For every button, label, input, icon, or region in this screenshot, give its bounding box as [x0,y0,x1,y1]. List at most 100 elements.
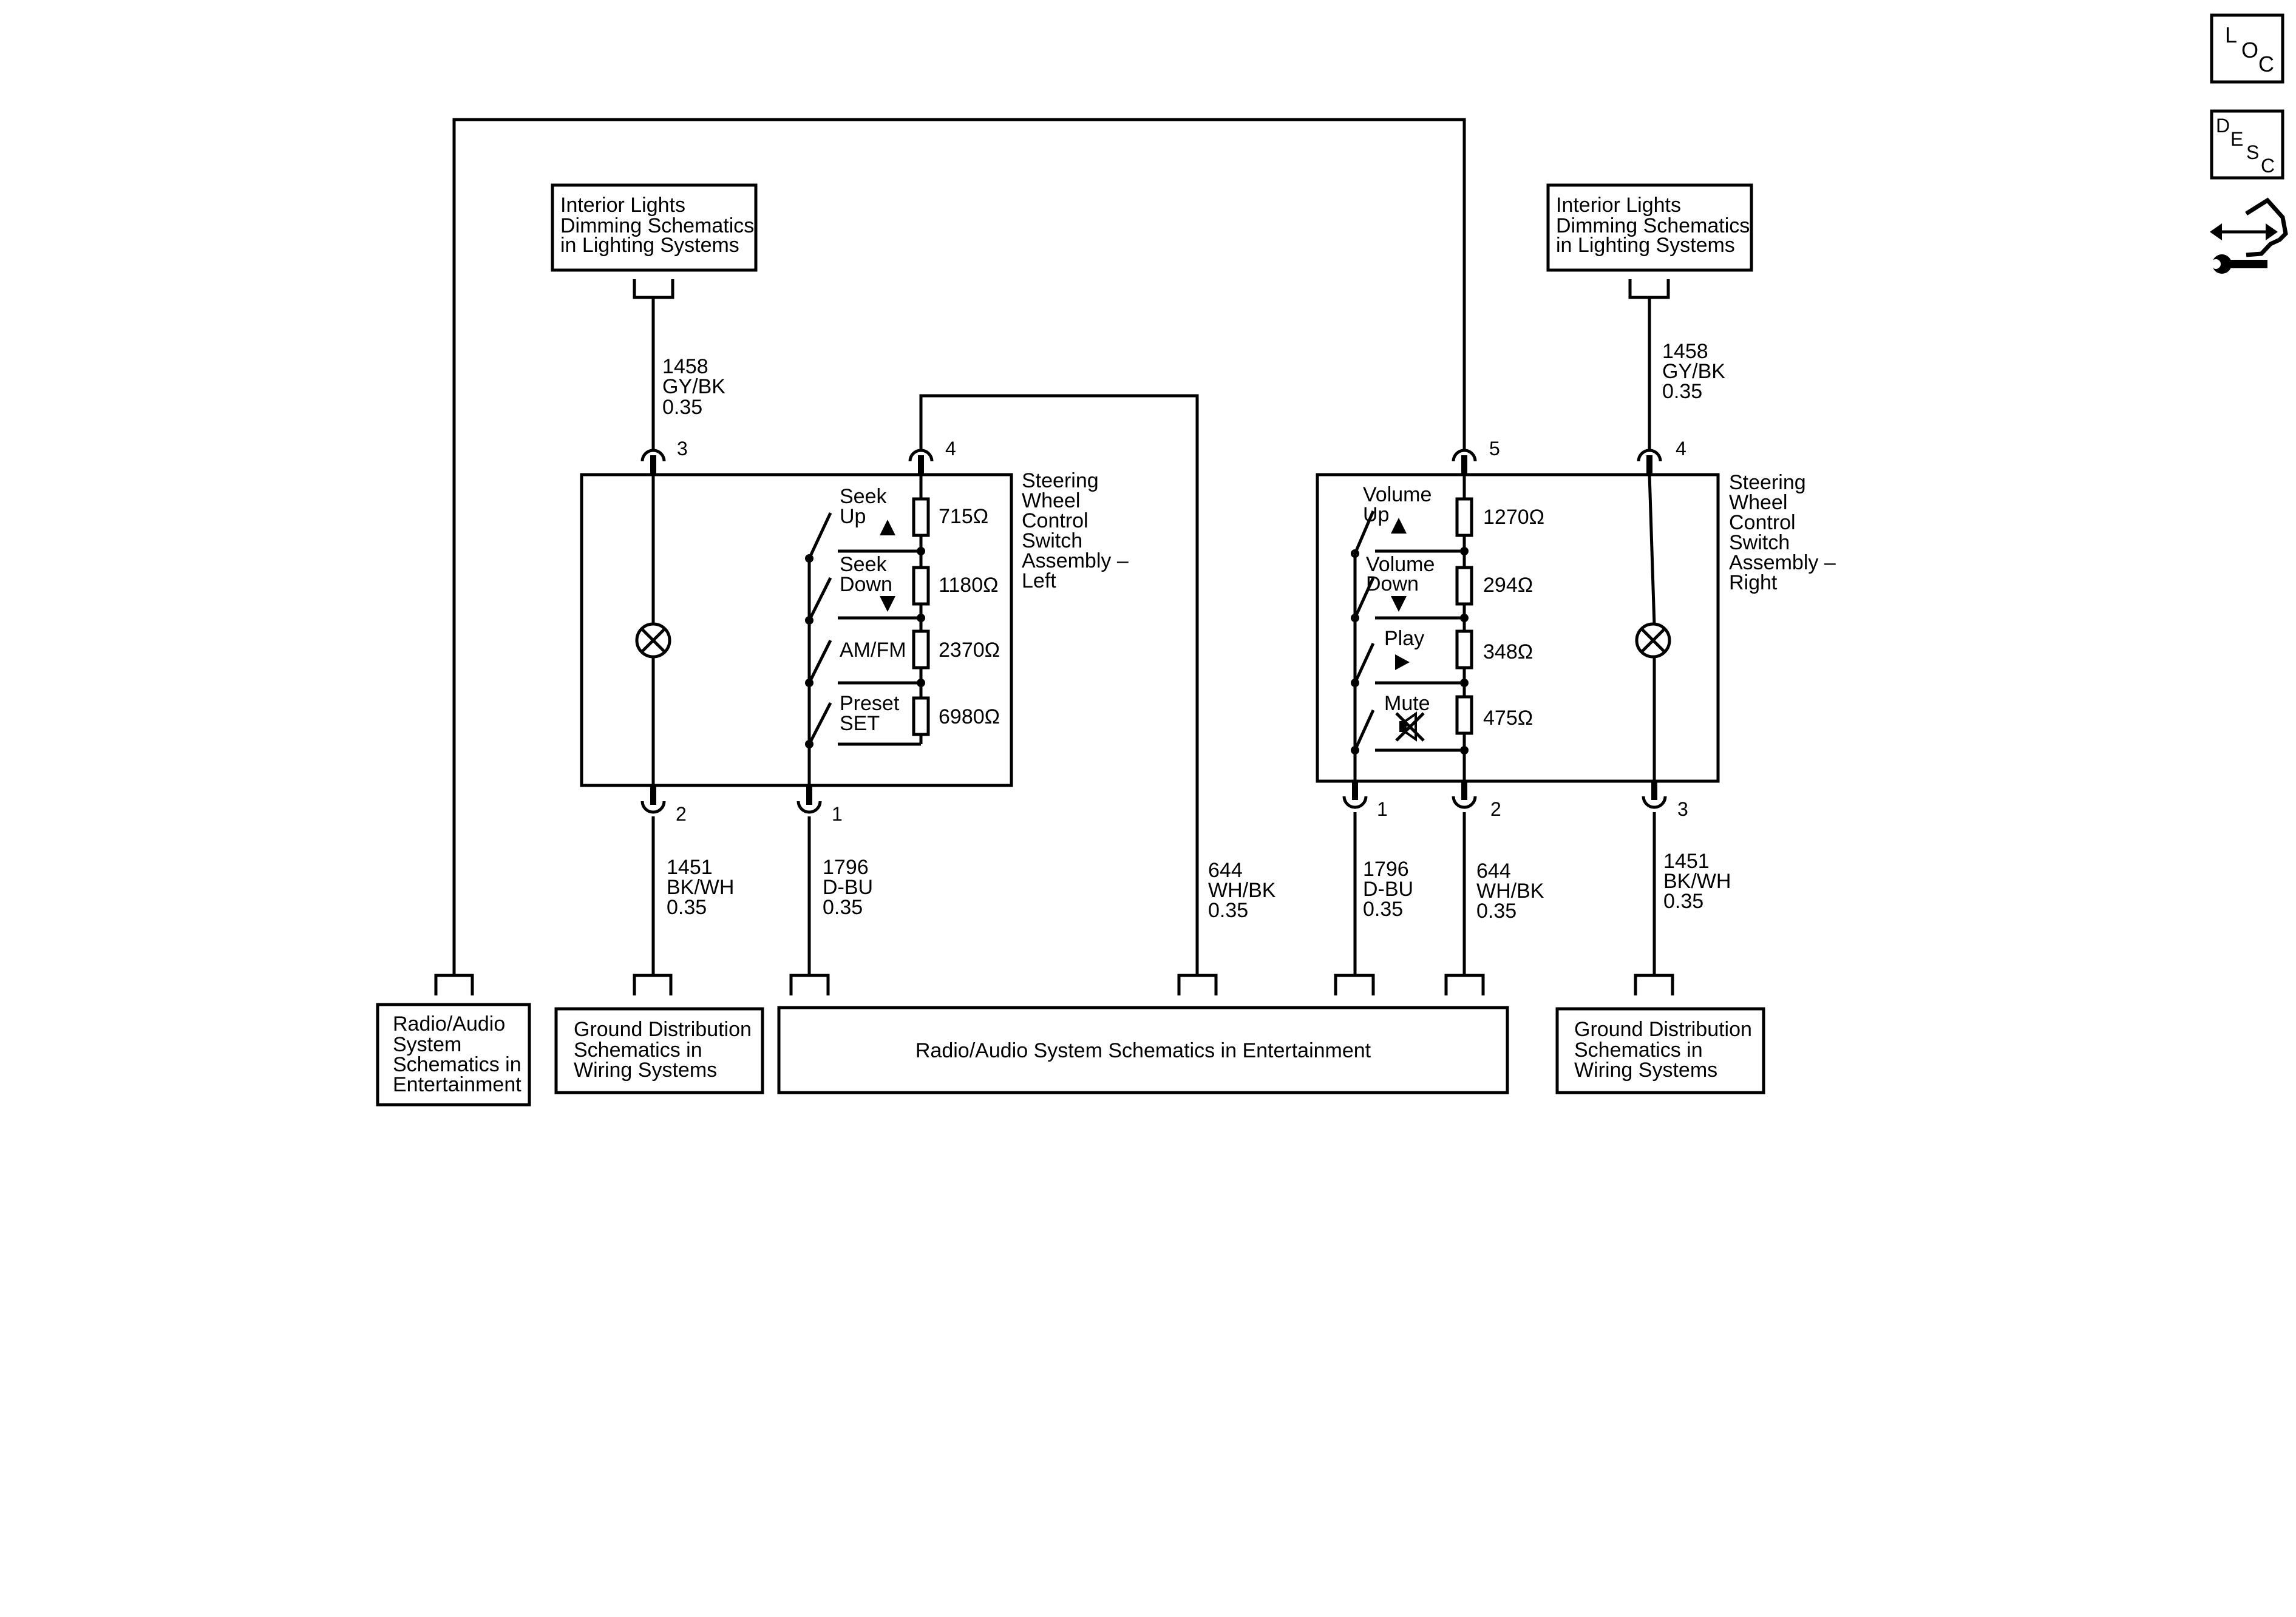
wire-label-right-sig: 1796 D-BU 0.35 [1363,858,1413,921]
wire-label-right-gnd: 1451 BK/WH 0.35 [1663,850,1731,913]
switch-volume-up: Volume Up 1270Ω [1363,483,1544,534]
ref-radio-audio-entertainment[interactable]: Radio/Audio System Schematics in Enterta… [777,1006,1509,1094]
desc-icon[interactable]: D E S C [2210,109,2284,180]
wire-radio-to-pin5 [452,118,1466,974]
svg-text:C: C [2261,155,2275,177]
wire-label-left-sig: 1796 D-BU 0.35 [823,856,873,919]
svg-text:0.35: 0.35 [823,896,863,919]
connector-wrench-icon[interactable] [2210,197,2288,274]
lamp-left [635,622,671,659]
ref-ground-distribution-right[interactable]: Ground Distribution Schematics in Wiring… [1555,1007,1765,1094]
svg-text:Wiring Systems: Wiring Systems [574,1059,717,1082]
svg-text:E: E [2230,128,2243,150]
svg-text:in Lighting Systems: in Lighting Systems [560,234,739,257]
svg-text:GY/BK: GY/BK [1662,360,1725,383]
svg-text:Play: Play [1384,627,1424,650]
switch-seek-up: Seek Up 715Ω [840,485,988,535]
wire-label-right-top: 1458 GY/BK 0.35 [1662,340,1725,403]
svg-text:1451: 1451 [667,856,713,879]
svg-text:2: 2 [676,803,687,825]
svg-text:Radio/Audio System Schematics: Radio/Audio System Schematics in Enterta… [915,1039,1371,1062]
right-switch-assembly: 5 4 1 2 3 [1316,438,1836,820]
left-switch-title: Steering Wheel Control Switch Assembly –… [1022,469,1129,592]
switch-volume-down: Volume Down 294Ω [1366,553,1533,612]
svg-text:644: 644 [1208,859,1243,882]
svg-text:6980Ω: 6980Ω [939,705,1000,728]
pin-left-2: 2 [640,785,687,825]
svg-text:WH/BK: WH/BK [1208,879,1276,902]
svg-text:BK/WH: BK/WH [667,876,734,899]
ref-interior-lights-left[interactable]: Interior Lights Dimming Schematics in Li… [551,183,758,272]
pin-left-3: 3 [640,438,688,475]
svg-text:Wheel: Wheel [1729,491,1787,514]
svg-text:Seek: Seek [840,485,887,508]
svg-text:Volume: Volume [1363,483,1432,506]
switch-am-fm: AM/FM 2370Ω [840,639,1000,662]
svg-text:4: 4 [1676,438,1686,459]
svg-text:C: C [2258,52,2274,76]
svg-text:Schematics in: Schematics in [393,1053,521,1076]
svg-text:2: 2 [1490,798,1501,820]
svg-text:Up: Up [840,505,866,528]
svg-text:0.35: 0.35 [662,396,702,419]
svg-text:Interior Lights: Interior Lights [1556,194,1681,217]
switch-seek-down: Seek Down 1180Ω [840,553,999,612]
pin-right-4: 4 [1637,438,1686,475]
svg-text:Wiring Systems: Wiring Systems [1574,1059,1717,1082]
svg-text:1270Ω: 1270Ω [1483,506,1544,529]
play-icon [1395,654,1410,670]
pin-right-3: 3 [1642,781,1688,820]
mute-icon [1395,711,1425,742]
switch-preset-set: Preset SET 6980Ω [840,692,1000,735]
svg-text:1: 1 [832,803,843,825]
svg-text:Right: Right [1729,571,1778,594]
svg-text:O: O [2241,38,2258,63]
svg-text:Switch: Switch [1022,529,1082,552]
svg-text:Down: Down [1366,572,1419,595]
svg-text:4: 4 [945,438,956,459]
svg-text:Seek: Seek [840,553,887,576]
svg-text:Entertainment: Entertainment [393,1073,521,1096]
switch-play: Play 348Ω [1384,627,1533,670]
svg-text:BK/WH: BK/WH [1663,870,1731,893]
svg-text:Ground Distribution: Ground Distribution [1574,1018,1752,1041]
svg-text:D-BU: D-BU [823,876,873,899]
arrow-up-icon [1391,518,1407,534]
svg-text:1451: 1451 [1663,850,1710,873]
svg-text:in Lighting Systems: in Lighting Systems [1556,234,1735,257]
svg-text:D-BU: D-BU [1363,878,1413,901]
left-switch-assembly: 3 4 2 1 [580,438,1129,825]
svg-text:Switch: Switch [1729,531,1790,554]
svg-text:GY/BK: GY/BK [662,375,725,398]
svg-text:1796: 1796 [1363,858,1409,881]
svg-text:Schematics in: Schematics in [1574,1039,1703,1062]
svg-text:0.35: 0.35 [1662,380,1702,403]
svg-text:3: 3 [677,438,688,459]
loc-icon[interactable]: L O C [2210,13,2284,84]
svg-text:Dimming Schematics: Dimming Schematics [1556,214,1750,237]
arrow-down-icon [880,596,895,612]
svg-text:Preset: Preset [840,692,900,715]
svg-text:Ground Distribution: Ground Distribution [574,1018,752,1041]
svg-text:0.35: 0.35 [1363,898,1403,921]
svg-text:5: 5 [1489,438,1500,459]
pin-right-1: 1 [1342,781,1388,820]
svg-text:S: S [2246,141,2259,163]
right-switch-title: Steering Wheel Control Switch Assembly –… [1729,471,1836,594]
svg-text:0.35: 0.35 [1663,890,1703,913]
svg-text:Steering: Steering [1022,469,1099,492]
ref-ground-distribution-left[interactable]: Ground Distribution Schematics in Wiring… [554,1007,764,1094]
svg-text:Mute: Mute [1384,692,1430,715]
svg-text:1796: 1796 [823,856,869,879]
wire-label-mid-644: 644 WH/BK 0.35 [1208,859,1276,922]
svg-text:475Ω: 475Ω [1483,707,1533,730]
svg-text:3: 3 [1677,798,1688,820]
svg-text:2370Ω: 2370Ω [939,639,1000,662]
ref-interior-lights-right[interactable]: Interior Lights Dimming Schematics in Li… [1546,183,1753,272]
svg-text:Assembly –: Assembly – [1022,549,1129,572]
svg-text:0.35: 0.35 [667,896,707,919]
ref-radio-audio-system[interactable]: Radio/Audio System Schematics in Enterta… [376,1003,531,1107]
svg-text:Radio/Audio: Radio/Audio [393,1012,505,1036]
pin-left-4: 4 [908,438,956,475]
